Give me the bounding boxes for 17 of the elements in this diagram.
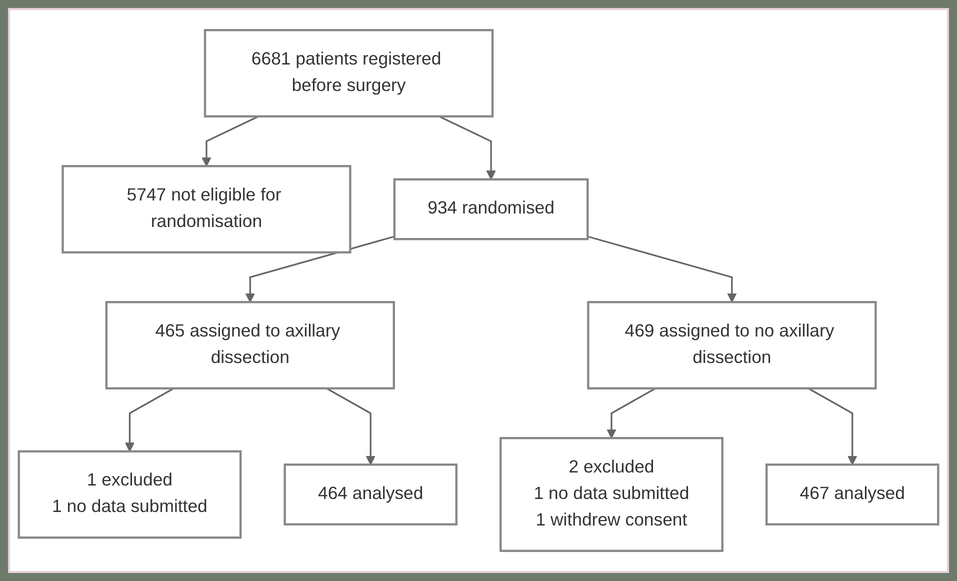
arrow [124,388,174,452]
node-box: 464 analysed [284,464,458,526]
node-box: 465 assigned to axillary dissection [105,301,395,390]
arrow [326,388,376,466]
node-box: 1 excluded 1 no data submitted [18,450,242,539]
arrow [245,236,395,303]
node-box: 6681 patients registered before surgery [204,29,494,118]
arrow [808,388,858,466]
node-box: 467 analysed [765,464,940,526]
node-box: 469 assigned to no axillary dissection [587,301,877,390]
arrow [587,236,737,303]
arrow [202,116,259,167]
node-box: 934 randomised [393,178,589,240]
node-box: 2 excluded 1 no data submitted 1 withdrew consent [500,437,724,552]
node-box: 5747 not eligible for randomisation [62,165,352,254]
arrow [606,388,656,439]
arrow [438,116,496,180]
